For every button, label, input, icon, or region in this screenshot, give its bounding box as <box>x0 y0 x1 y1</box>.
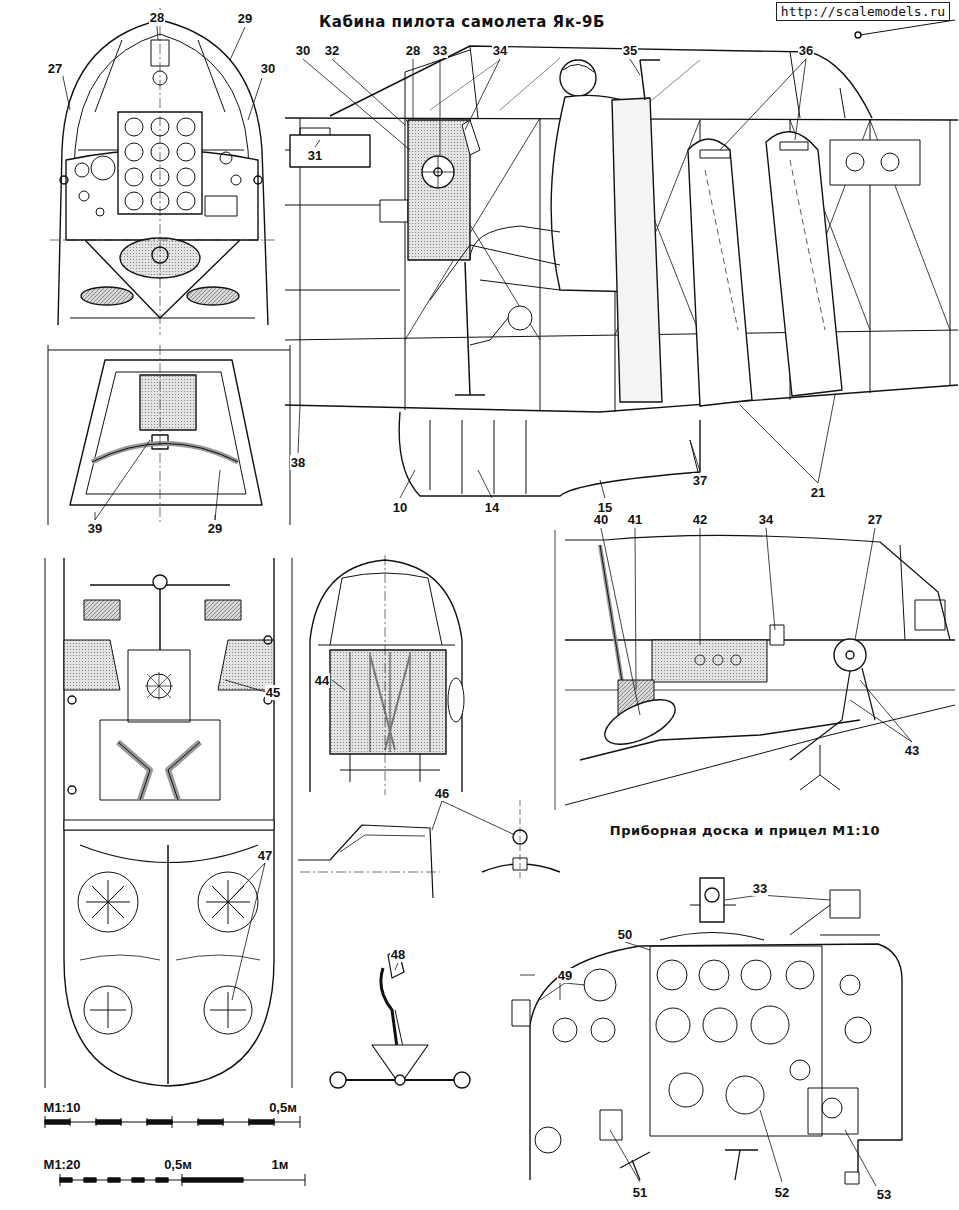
callout-number: 21 <box>810 485 826 500</box>
section-heading: Приборная доска и прицел М1:10 <box>607 823 883 838</box>
callout-number: 41 <box>627 512 643 527</box>
callout-number: 53 <box>876 1187 892 1202</box>
diagram-title: Кабина пилота самолета Як-9Б <box>316 13 608 31</box>
callout-number: 48 <box>390 947 406 962</box>
callout-number: 31 <box>307 148 323 163</box>
callout-number: 40 <box>593 512 609 527</box>
callout-number: 27 <box>867 512 883 527</box>
callout-number: 36 <box>798 43 814 58</box>
callout-number: 34 <box>758 512 774 527</box>
callout-number: 51 <box>632 1185 648 1200</box>
callout-number: 30 <box>260 61 276 76</box>
callout-number: 29 <box>207 521 223 536</box>
right-side-view <box>555 530 955 810</box>
callout-number: 37 <box>692 473 708 488</box>
callout-number: 45 <box>265 685 281 700</box>
callout-number: 33 <box>752 881 768 896</box>
scale-text: 0,5м <box>162 1157 194 1172</box>
canopy-detail <box>298 800 560 898</box>
callout-number: 49 <box>557 968 573 983</box>
callout-number: 46 <box>434 786 450 801</box>
callout-number: 29 <box>237 11 253 26</box>
callout-number: 32 <box>324 43 340 58</box>
callout-number: 50 <box>617 927 633 942</box>
front-view <box>50 8 275 335</box>
callout-number: 35 <box>622 43 638 58</box>
leader-lines <box>62 26 912 1186</box>
callout-number: 14 <box>484 500 500 515</box>
plan-view <box>45 558 292 1088</box>
scale-text: 0,5м <box>267 1100 299 1115</box>
callout-number: 10 <box>392 500 408 515</box>
callout-number: 28 <box>405 43 421 58</box>
instrument-panel <box>512 878 902 1184</box>
callout-number: 30 <box>295 43 311 58</box>
callout-number: 42 <box>692 512 708 527</box>
scale-text: М1:20 <box>42 1157 83 1172</box>
callout-number: 43 <box>904 743 920 758</box>
scale-text: 1м <box>270 1157 291 1172</box>
scale-bars <box>45 1116 305 1186</box>
seat-view <box>310 555 464 795</box>
frame-section <box>48 345 290 525</box>
scale-text: М1:10 <box>42 1100 83 1115</box>
callout-number: 52 <box>774 1185 790 1200</box>
watermark: http://scalemodels.ru <box>776 2 950 21</box>
callout-number: 47 <box>257 848 273 863</box>
callout-number: 34 <box>492 43 508 58</box>
callout-number: 39 <box>87 521 103 536</box>
control-stick <box>330 948 470 1088</box>
callout-number: 28 <box>149 10 165 25</box>
callout-number: 44 <box>314 673 330 688</box>
callout-number: 33 <box>432 43 448 58</box>
callout-number: 27 <box>47 61 63 76</box>
side-view <box>285 20 958 496</box>
callout-number: 38 <box>290 455 306 470</box>
